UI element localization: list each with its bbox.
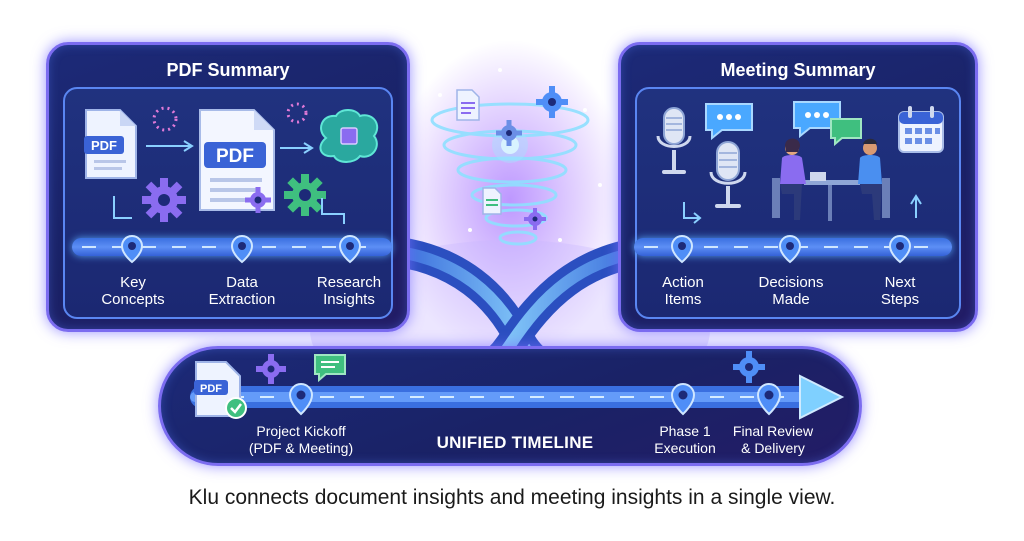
gear-icon — [536, 86, 568, 118]
map-pin-icon — [756, 382, 782, 416]
map-pin-icon — [230, 234, 254, 264]
dotted-circle-icon — [152, 106, 178, 132]
pdf-check-document-icon: PDF — [194, 361, 247, 419]
pdf-badge-large: PDF — [216, 146, 254, 167]
gear-icon — [256, 354, 286, 384]
chat-bubble-icon — [705, 103, 753, 141]
document-icon — [482, 187, 502, 215]
microphone-icon — [709, 141, 747, 208]
meeting-summary-title: Meeting Summary — [720, 60, 876, 80]
pdf-document-icon: PDF — [84, 109, 137, 179]
caption-text: Klu connects document insights and meeti… — [188, 486, 836, 509]
message-bubble-icon — [314, 354, 346, 383]
map-pin-icon — [888, 234, 912, 264]
pdf-badge-unified: PDF — [200, 383, 222, 395]
message-bubble-icon — [830, 118, 862, 147]
pdf-summary-title: PDF Summary — [166, 60, 290, 80]
flow-arrows — [113, 140, 345, 224]
brain-icon — [319, 109, 379, 163]
small-gear-icon — [245, 187, 271, 213]
milestone-project-kickoff: Project Kickoff(PDF & Meeting) — [248, 423, 354, 456]
calendar-icon — [898, 106, 944, 153]
map-pin-icon — [288, 382, 314, 416]
gear-icon — [733, 351, 765, 383]
small-gear-icon — [524, 208, 546, 230]
unified-timeline-arrow — [190, 374, 845, 420]
milestone-final-review: Final Review& Delivery — [732, 423, 814, 456]
flow-arrows — [683, 194, 922, 224]
map-pin-icon — [120, 234, 144, 264]
microphone-icon — [656, 107, 692, 174]
map-pin-icon — [778, 234, 802, 264]
meeting-people-illustration — [772, 138, 890, 221]
map-pin-icon — [670, 234, 694, 264]
map-pin-icon — [670, 382, 696, 416]
gear-icon — [142, 178, 186, 222]
document-icon — [456, 89, 480, 121]
unified-timeline-title: UNIFIED TIMELINE — [436, 433, 594, 452]
dotted-circle-icon — [286, 102, 308, 124]
gear-icon — [496, 120, 522, 146]
pdf-badge-small: PDF — [91, 138, 117, 153]
pdf-large-document-icon: PDF — [199, 109, 275, 211]
chat-bubble-icon — [793, 101, 841, 139]
green-gear-icon — [284, 174, 326, 216]
map-pin-icon — [338, 234, 362, 264]
